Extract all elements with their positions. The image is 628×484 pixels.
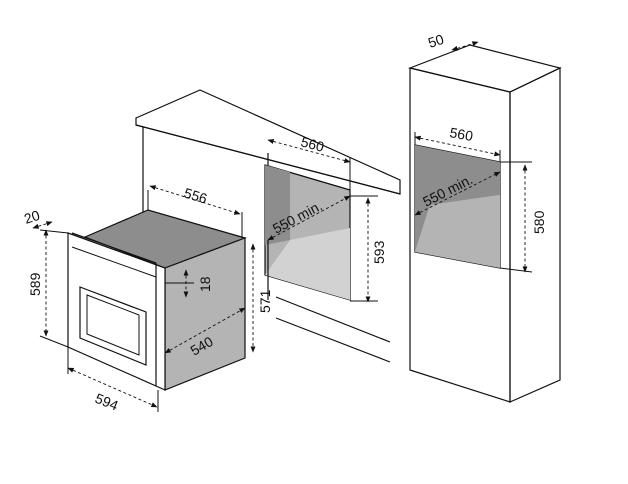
dimension-lines	[32, 41, 533, 412]
countertop	[135, 89, 401, 195]
oven-window-outer	[79, 286, 147, 366]
tall-cutout-width-label: 560	[448, 124, 474, 144]
oven-width-front-label: 594	[93, 390, 121, 414]
oven-depth-top-label: 556	[182, 185, 209, 207]
oven-height-front-label: 589	[27, 272, 43, 296]
oven-window-inner	[86, 294, 140, 356]
tall-cutout-height-label: 580	[531, 210, 547, 234]
counter-cutout-width-label: 560	[299, 133, 326, 155]
tall-cabinet-top	[407, 44, 562, 93]
counter-cutout-height-label: 593	[371, 240, 387, 264]
oven	[67, 209, 247, 391]
oven-side-offset-label: 18	[197, 276, 213, 292]
tall-cabinet-side	[509, 67, 561, 403]
oven-height-side-label: 571	[257, 289, 273, 313]
oven-front-panel	[67, 232, 166, 391]
tall-top-gap-label: 50	[426, 31, 446, 51]
oven-panel-depth-label: 20	[22, 207, 42, 227]
